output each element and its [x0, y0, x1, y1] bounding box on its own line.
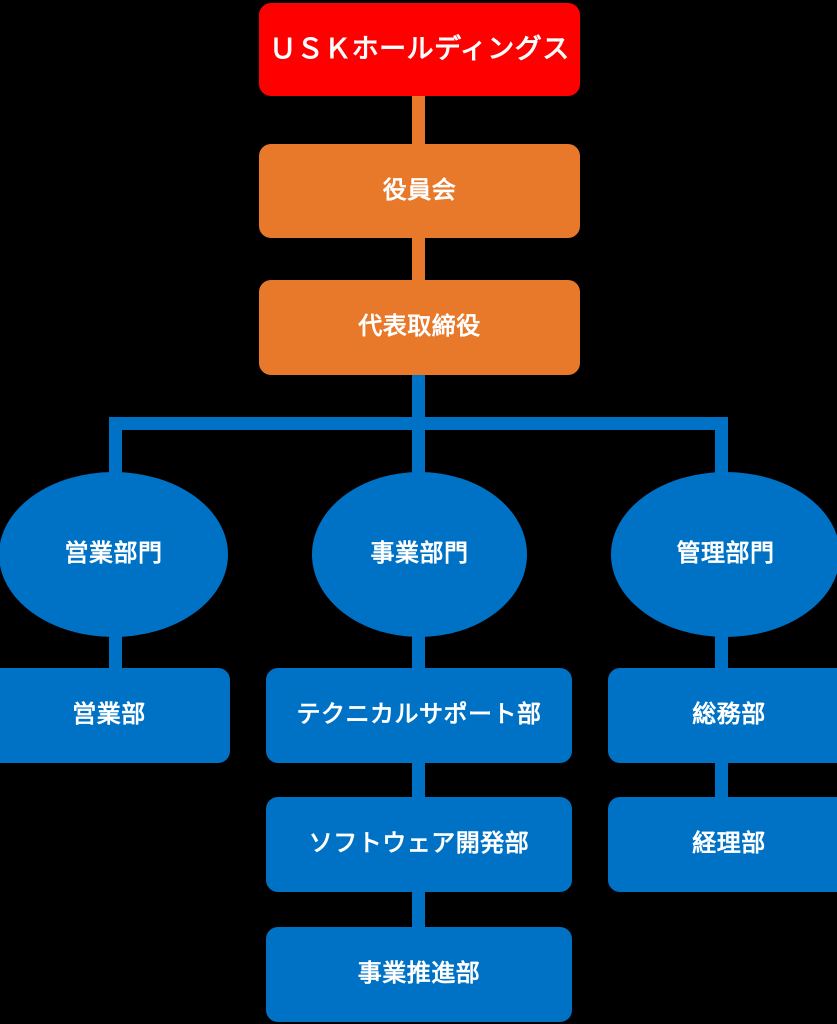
connector-root-to-board [412, 92, 425, 148]
connector-general-dept-to-account-dept [715, 755, 728, 805]
node-representative-director[interactable]: 代表取締役 [259, 280, 580, 375]
node-department-accounting[interactable]: 経理部 [608, 797, 837, 892]
node-department-business-promotion[interactable]: 事業推進部 [266, 927, 572, 1022]
node-department-sales[interactable]: 営業部 [0, 668, 230, 763]
connector-ceo-drop [412, 371, 425, 429]
node-board-of-directors[interactable]: 役員会 [259, 144, 580, 238]
node-label-department-sales: 営業部 [72, 701, 146, 729]
node-department-general-affairs[interactable]: 総務部 [608, 668, 837, 763]
node-label-representative-director: 代表取締役 [358, 313, 481, 341]
node-label-usk-holdings: ＵＳＫホールディングス [269, 34, 570, 65]
node-division-administration[interactable]: 管理部門 [611, 472, 837, 637]
node-label-department-software-development: ソフトウェア開発部 [308, 830, 530, 858]
node-department-software-development[interactable]: ソフトウェア開発部 [266, 797, 572, 892]
node-label-department-technical-support: テクニカルサポート部 [296, 701, 542, 729]
node-division-business[interactable]: 事業部門 [312, 472, 527, 637]
node-label-division-administration: 管理部門 [676, 540, 775, 568]
node-label-department-general-affairs: 総務部 [692, 701, 766, 729]
node-label-division-business: 事業部門 [370, 540, 469, 568]
connector-software-dept-to-promo-dept [412, 884, 425, 934]
connector-tech-dept-to-software-dept [412, 755, 425, 805]
node-label-department-business-promotion: 事業推進部 [357, 960, 481, 988]
node-label-division-sales: 営業部門 [64, 540, 163, 568]
node-department-technical-support[interactable]: テクニカルサポート部 [266, 668, 572, 763]
node-label-department-accounting: 経理部 [692, 830, 766, 858]
connector-board-to-ceo [412, 234, 425, 284]
node-usk-holdings[interactable]: ＵＳＫホールディングス [259, 3, 580, 96]
node-division-sales[interactable]: 営業部門 [0, 472, 228, 637]
node-label-board-of-directors: 役員会 [382, 176, 457, 204]
